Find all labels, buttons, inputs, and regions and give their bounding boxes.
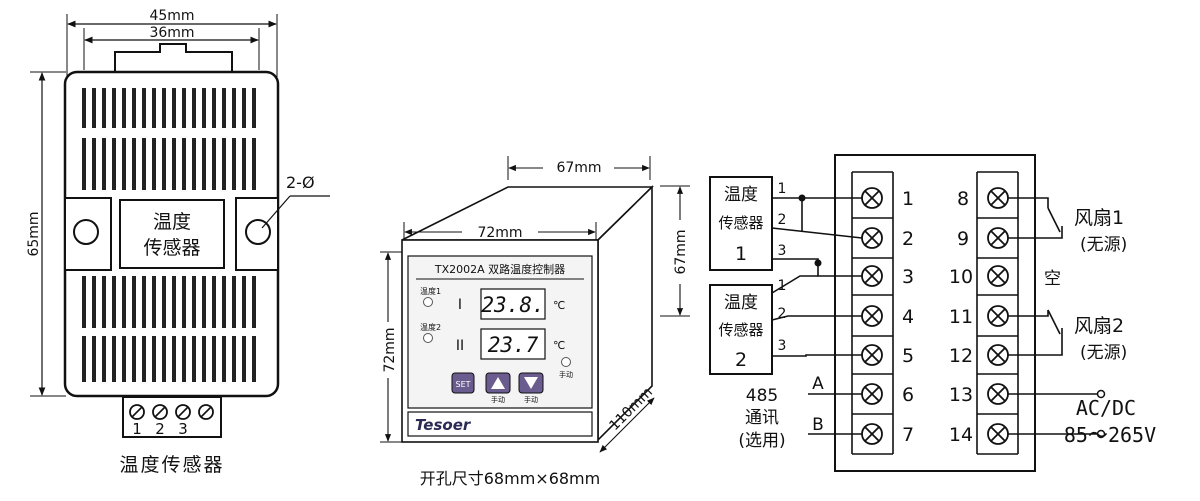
front-height-dim: 72mm: [382, 327, 398, 372]
sensor1-pin3: 3: [778, 243, 787, 259]
channel1-roman: I: [458, 297, 462, 313]
sensor1-pin1: 1: [778, 181, 787, 197]
controller-drawing: 67mm 67mm 110mm 72mm 72mm TX2002A 双路温度控制…: [380, 156, 690, 488]
terminal-11: 11: [949, 306, 973, 328]
sensor-pin-1: 1: [132, 420, 142, 438]
sensor-caption: 温度传感器: [119, 454, 224, 476]
fan2-label: 风扇2: [1074, 315, 1124, 337]
manual-led: [561, 357, 571, 367]
sensor1-line1: 温度: [724, 185, 758, 205]
set-key[interactable]: [451, 372, 475, 394]
vent-grille-3: [82, 276, 262, 328]
brand-logo: Tesoer: [415, 416, 472, 434]
terminal-10: 10: [949, 266, 973, 288]
vent-grille-4: [82, 336, 262, 382]
power-terminal-l: [1096, 389, 1106, 399]
channel2-led: [423, 333, 433, 343]
fan2-contact: [1008, 309, 1063, 356]
junction-dot-1: [798, 194, 806, 202]
junction-dot-2: [814, 259, 822, 267]
sensor-width-dim: 45mm: [149, 8, 194, 24]
sensor1-box: [709, 176, 773, 271]
terminal-3: 3: [902, 266, 914, 288]
sensor-height-dim: 65mm: [26, 211, 42, 256]
terminal-1: 1: [902, 188, 914, 210]
sensor2-line1: 温度: [724, 293, 758, 313]
comm-a: A: [812, 374, 824, 394]
mount-hole-left: [73, 219, 99, 245]
sensor-label-line2: 传感器: [143, 237, 200, 259]
power-terminal-n: [1096, 429, 1106, 439]
terminal-2: 2: [902, 228, 914, 250]
down-key-label: 手动: [524, 395, 538, 404]
sensor-label-box: [119, 199, 225, 269]
terminal-5: 5: [902, 345, 914, 367]
depth-top-dim: 67mm: [556, 160, 601, 176]
channel2-unit: ℃: [553, 339, 565, 352]
comm-line1: 485: [746, 386, 778, 406]
sensor2-line2: 传感器: [718, 321, 763, 339]
sensor-mount-clip: [114, 43, 233, 72]
terminal-9: 9: [957, 228, 969, 250]
sensor-pin-2: 2: [155, 420, 165, 438]
left-screws: [861, 187, 883, 445]
model-title: TX2002A 双路温度控制器: [434, 262, 565, 276]
cutout-caption: 开孔尺寸68mm×68mm: [420, 469, 600, 488]
sensor2-index: 2: [735, 349, 747, 371]
front-width-dim: 72mm: [477, 225, 522, 241]
channel1-label: 温度1: [420, 286, 441, 296]
channel2-label: 温度2: [420, 322, 441, 332]
power-line2: 85～265V: [1064, 423, 1156, 447]
terminal-8: 8: [957, 188, 969, 210]
sensor1-pin2: 2: [778, 212, 787, 228]
channel1-value: 23.8.: [481, 293, 544, 317]
channel2-roman: II: [456, 338, 464, 354]
channel1-unit: ℃: [553, 299, 565, 312]
power-line1: AC/DC: [1076, 396, 1136, 420]
vent-grille-2: [82, 138, 262, 190]
hole-callout: 2-Ø: [286, 173, 315, 192]
sensor-inner-dim: 36mm: [149, 25, 194, 41]
terminal-4: 4: [902, 306, 914, 328]
terminal-7: 7: [902, 424, 914, 446]
up-key-label: 手动: [491, 395, 505, 404]
right-screws: [987, 187, 1009, 445]
comm-b: B: [812, 415, 824, 435]
depth-side-dim: 67mm: [673, 229, 689, 274]
channel2-value: 23.7: [488, 333, 539, 357]
sensor-label-line1: 温度: [153, 211, 191, 233]
fan1-note: (无源): [1080, 235, 1127, 255]
terminal-6: 6: [902, 384, 914, 406]
down-arrow-icon: [524, 377, 538, 389]
terminal-screws: [129, 404, 214, 420]
sensor2-pin3: 3: [778, 338, 787, 354]
sensor1-index: 1: [735, 243, 747, 265]
channel1-display: [480, 288, 546, 320]
fan2-note: (无源): [1080, 343, 1127, 363]
sensor2-box: [709, 284, 773, 375]
manual-indicator-label: 手动: [559, 370, 573, 379]
fan1-contact: [1008, 197, 1063, 239]
power-wires: [1008, 393, 1098, 435]
sensor2-pin2: 2: [778, 306, 787, 322]
channel2-display: [480, 328, 546, 360]
up-arrow-icon: [491, 377, 505, 389]
comm-line3: (选用): [738, 431, 785, 451]
terminal-12: 12: [949, 345, 973, 367]
set-key-label: SET: [455, 380, 470, 389]
vent-grille-1: [82, 88, 262, 128]
terminal-13: 13: [949, 384, 973, 406]
comm-line2: 通讯: [745, 408, 779, 428]
wiring-diagram: 1 2 3 4 5 6 7 8 9 10 11 12 13 14 温度 传感器 …: [709, 154, 1156, 472]
sensor-wires: [771, 197, 863, 357]
terminal-14: 14: [949, 424, 973, 446]
empty-terminal-label: 空: [1044, 269, 1061, 289]
sensor-pin-3: 3: [178, 420, 188, 438]
sensor1-line2: 传感器: [718, 214, 763, 232]
channel1-led: [423, 297, 433, 307]
sensor-drawing: 45mm 36mm 65mm 温度 传感器 2-Ø: [26, 8, 330, 476]
fan1-label: 风扇1: [1074, 207, 1124, 229]
